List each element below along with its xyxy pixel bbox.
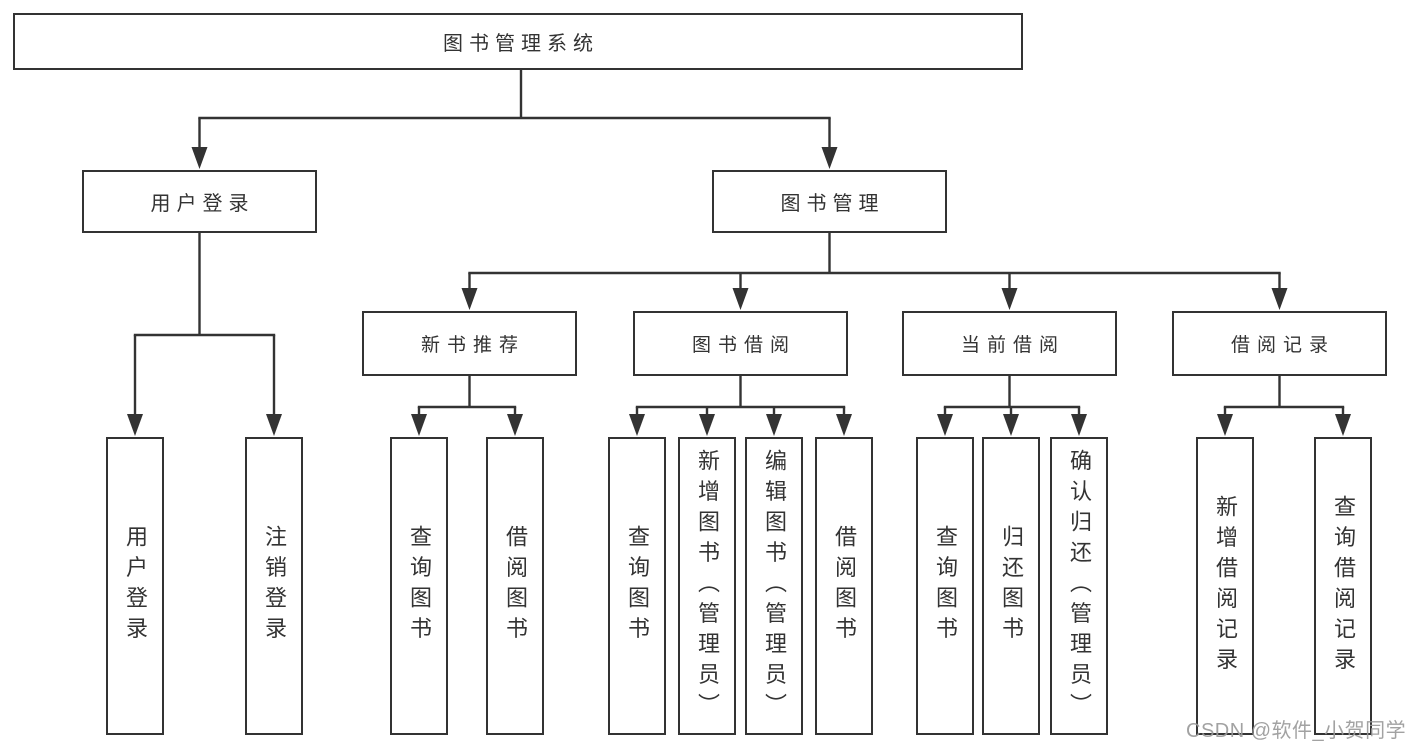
node-return-books-label: 归还图书 bbox=[999, 525, 1024, 647]
node-book-borrowing-label: 图书借阅 bbox=[691, 335, 796, 356]
node-borrow-books-borrowing: 借阅图书 bbox=[815, 437, 873, 735]
node-new-book-recommendation-label: 新书推荐 bbox=[420, 335, 525, 356]
node-query-books-borrowing-label: 查询图书 bbox=[625, 525, 650, 647]
node-borrow-books-recommend: 借阅图书 bbox=[486, 437, 544, 735]
node-user-login-leaf-label: 用户登录 bbox=[123, 525, 148, 647]
node-add-book-admin-label: 新增图书（管理员） bbox=[695, 448, 720, 724]
node-query-books-current-label: 查询图书 bbox=[933, 525, 958, 647]
node-library-management-system: 图书管理系统 bbox=[13, 13, 1023, 70]
node-confirm-return-admin: 确认归还（管理员） bbox=[1050, 437, 1108, 735]
node-edit-book-admin-label: 编辑图书（管理员） bbox=[762, 448, 787, 724]
node-query-borrow-record: 查询借阅记录 bbox=[1314, 437, 1372, 735]
csdn-watermark: CSDN @软件_小贺同学 bbox=[1186, 720, 1405, 742]
node-current-borrowing-label: 当前借阅 bbox=[960, 335, 1065, 356]
node-borrowing-records-label: 借阅记录 bbox=[1230, 335, 1335, 356]
node-user-login-label: 用户登录 bbox=[150, 193, 255, 215]
node-new-book-recommendation: 新书推荐 bbox=[362, 311, 577, 376]
node-book-management-label: 图书管理 bbox=[780, 193, 885, 215]
node-user-login: 用户登录 bbox=[82, 170, 317, 233]
node-add-borrow-record-label: 新增借阅记录 bbox=[1213, 494, 1238, 678]
node-borrow-books-recommend-label: 借阅图书 bbox=[503, 525, 528, 647]
node-query-books-recommend-label: 查询图书 bbox=[407, 525, 432, 647]
node-book-borrowing: 图书借阅 bbox=[633, 311, 848, 376]
node-user-login-leaf: 用户登录 bbox=[106, 437, 164, 735]
node-query-borrow-record-label: 查询借阅记录 bbox=[1331, 494, 1356, 678]
node-add-borrow-record: 新增借阅记录 bbox=[1196, 437, 1254, 735]
node-library-management-system-label: 图书管理系统 bbox=[443, 33, 599, 55]
node-borrowing-records: 借阅记录 bbox=[1172, 311, 1387, 376]
node-add-book-admin: 新增图书（管理员） bbox=[678, 437, 736, 735]
node-return-books: 归还图书 bbox=[982, 437, 1040, 735]
node-book-management: 图书管理 bbox=[712, 170, 947, 233]
node-query-books-borrowing: 查询图书 bbox=[608, 437, 666, 735]
node-logout-leaf: 注销登录 bbox=[245, 437, 303, 735]
node-logout-leaf-label: 注销登录 bbox=[262, 525, 287, 647]
node-current-borrowing: 当前借阅 bbox=[902, 311, 1117, 376]
node-borrow-books-borrowing-label: 借阅图书 bbox=[832, 525, 857, 647]
node-query-books-current: 查询图书 bbox=[916, 437, 974, 735]
node-query-books-recommend: 查询图书 bbox=[390, 437, 448, 735]
node-edit-book-admin: 编辑图书（管理员） bbox=[745, 437, 803, 735]
node-confirm-return-admin-label: 确认归还（管理员） bbox=[1067, 448, 1092, 724]
